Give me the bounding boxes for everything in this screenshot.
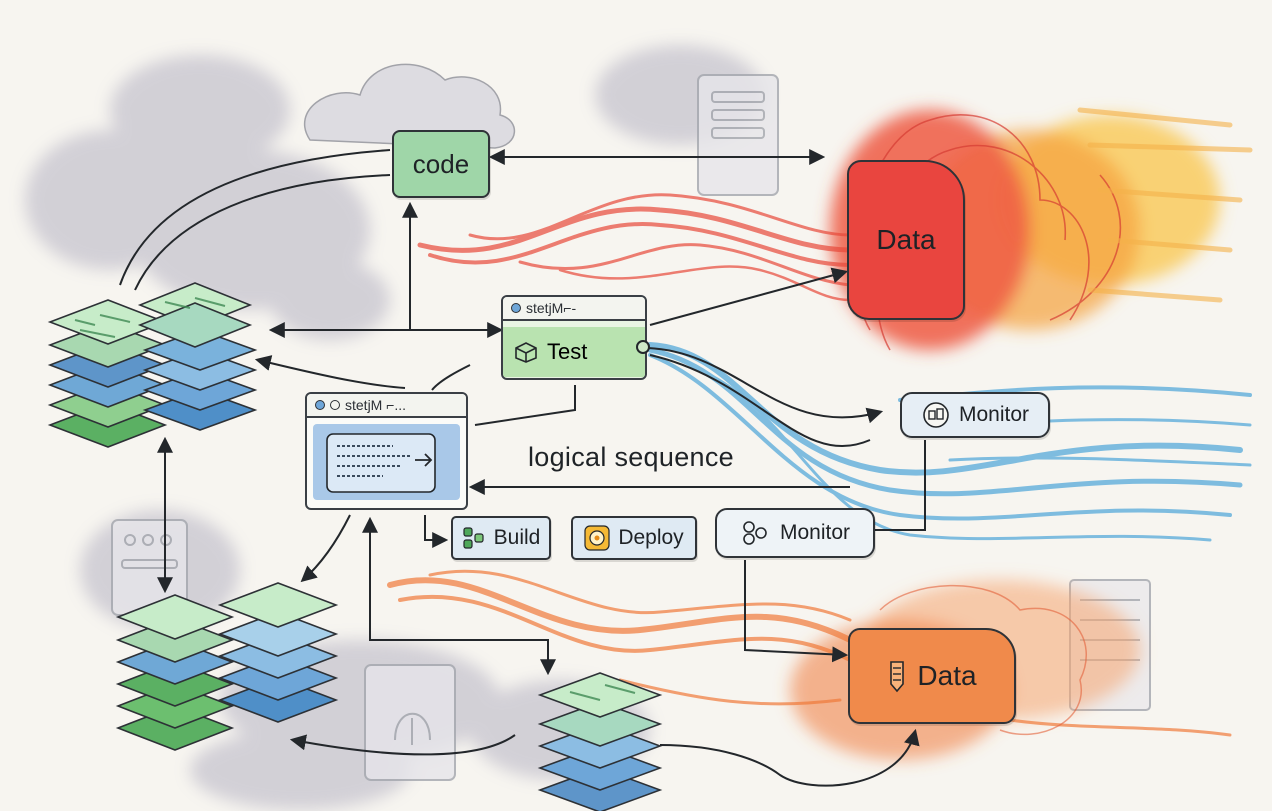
- archive-card: [364, 664, 456, 781]
- console-code-lines-icon: [326, 433, 436, 493]
- data-capsule-icon: [890, 661, 905, 693]
- code-node[interactable]: code: [392, 130, 490, 198]
- server-stack-bottom-center: [537, 672, 663, 811]
- server-cabinet-top: [697, 74, 779, 196]
- logical-sequence-label: logical sequence: [528, 442, 734, 472]
- data-bottom-node-label: Data: [917, 660, 977, 691]
- data-top-node[interactable]: Data: [847, 160, 965, 320]
- test-window-body: Test: [503, 327, 645, 377]
- data-top-node-label: Data: [876, 224, 936, 255]
- monitor-top-node[interactable]: Monitor: [900, 392, 1050, 438]
- deploy-node[interactable]: Deploy: [571, 516, 697, 560]
- build-node[interactable]: Build: [451, 516, 551, 560]
- outline-cloud: [303, 63, 516, 149]
- server-stack-top-middle: [137, 282, 258, 431]
- server-stack-top-left: [47, 299, 168, 448]
- monitor-sensor-icon: [923, 402, 949, 428]
- deploy-node-label: Deploy: [618, 526, 684, 549]
- console-window-body: [313, 424, 460, 500]
- console-window[interactable]: stetjM ⌐...: [305, 392, 468, 510]
- test-window-titlebar: stetjM⌐-: [503, 297, 645, 321]
- blue-stream: [647, 342, 1252, 542]
- connectors: [119, 149, 926, 787]
- build-node-label: Build: [493, 526, 541, 549]
- test-window[interactable]: stetjM⌐- Test: [501, 295, 647, 380]
- server-stack-bottom-middle: [217, 582, 339, 723]
- monitor-network-icon: [743, 521, 767, 545]
- build-blocks-icon: [463, 527, 484, 549]
- red-stream: [417, 193, 853, 302]
- monitor-bottom-node-label: Monitor: [779, 521, 851, 544]
- monitor-bottom-node[interactable]: Monitor: [715, 508, 875, 558]
- test-window-label: Test: [547, 339, 588, 364]
- window-dot-icon: [315, 400, 325, 410]
- test-output-port[interactable]: [636, 340, 650, 354]
- code-node-label: code: [412, 148, 470, 179]
- console-window-title: stetjM ⌐...: [345, 397, 407, 413]
- window-dot-icon: [330, 400, 340, 410]
- window-dot-icon: [511, 303, 521, 313]
- cube-test-icon: [515, 342, 537, 363]
- deploy-target-icon: [584, 525, 610, 551]
- monitor-top-node-label: Monitor: [958, 403, 1030, 426]
- console-window-titlebar: stetjM ⌐...: [307, 394, 466, 418]
- data-bottom-node[interactable]: Data: [848, 628, 1016, 724]
- server-stack-bottom-left: [115, 594, 235, 751]
- test-window-title: stetjM⌐-: [526, 300, 577, 316]
